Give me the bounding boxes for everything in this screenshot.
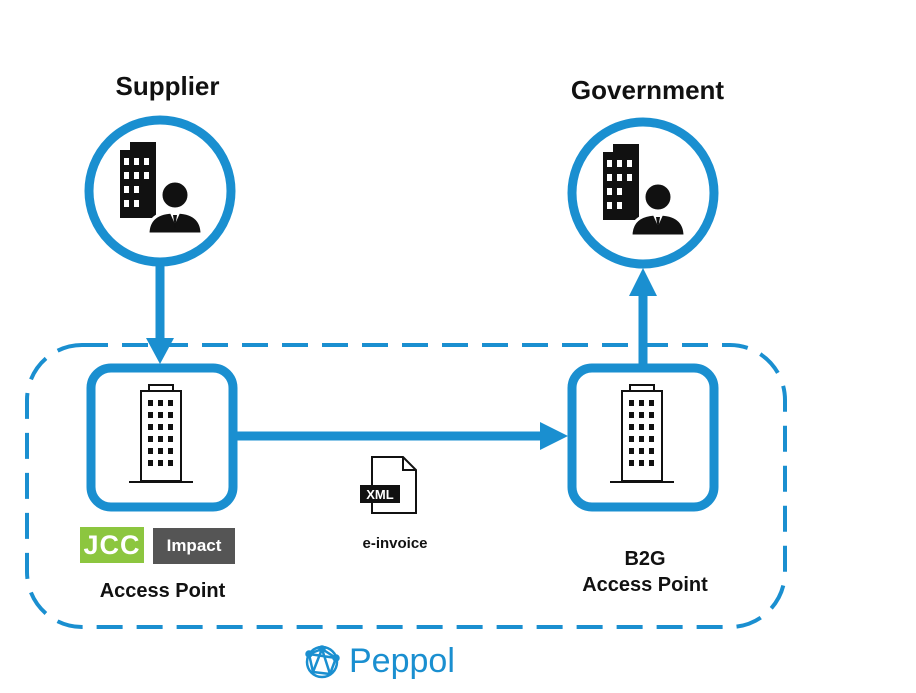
government-title: Government [570,75,725,105]
arrow-supplier-to-access-point [146,266,174,364]
arrow-access-point-to-b2g [236,422,568,450]
peppol-wordmark: Peppol [349,642,455,680]
e-invoice-label: e-invoice [362,535,428,552]
jcc-logo: JCC [80,527,144,563]
arrow-b2g-to-government [629,268,657,364]
xml-badge: XML [366,487,394,502]
access-point-right-label-line2: Access Point [582,574,708,596]
supplier-title: Supplier [115,71,220,101]
access-point-right-label-line1: B2G [624,548,666,570]
supplier-circle [84,115,236,267]
peppol-network-boundary [25,343,787,629]
xml-document-icon [360,456,417,514]
peppol-network-icon [305,645,340,679]
impact-logo: Impact [153,528,235,564]
access-point-left-label: Access Point [99,580,226,602]
government-circle [567,117,719,269]
